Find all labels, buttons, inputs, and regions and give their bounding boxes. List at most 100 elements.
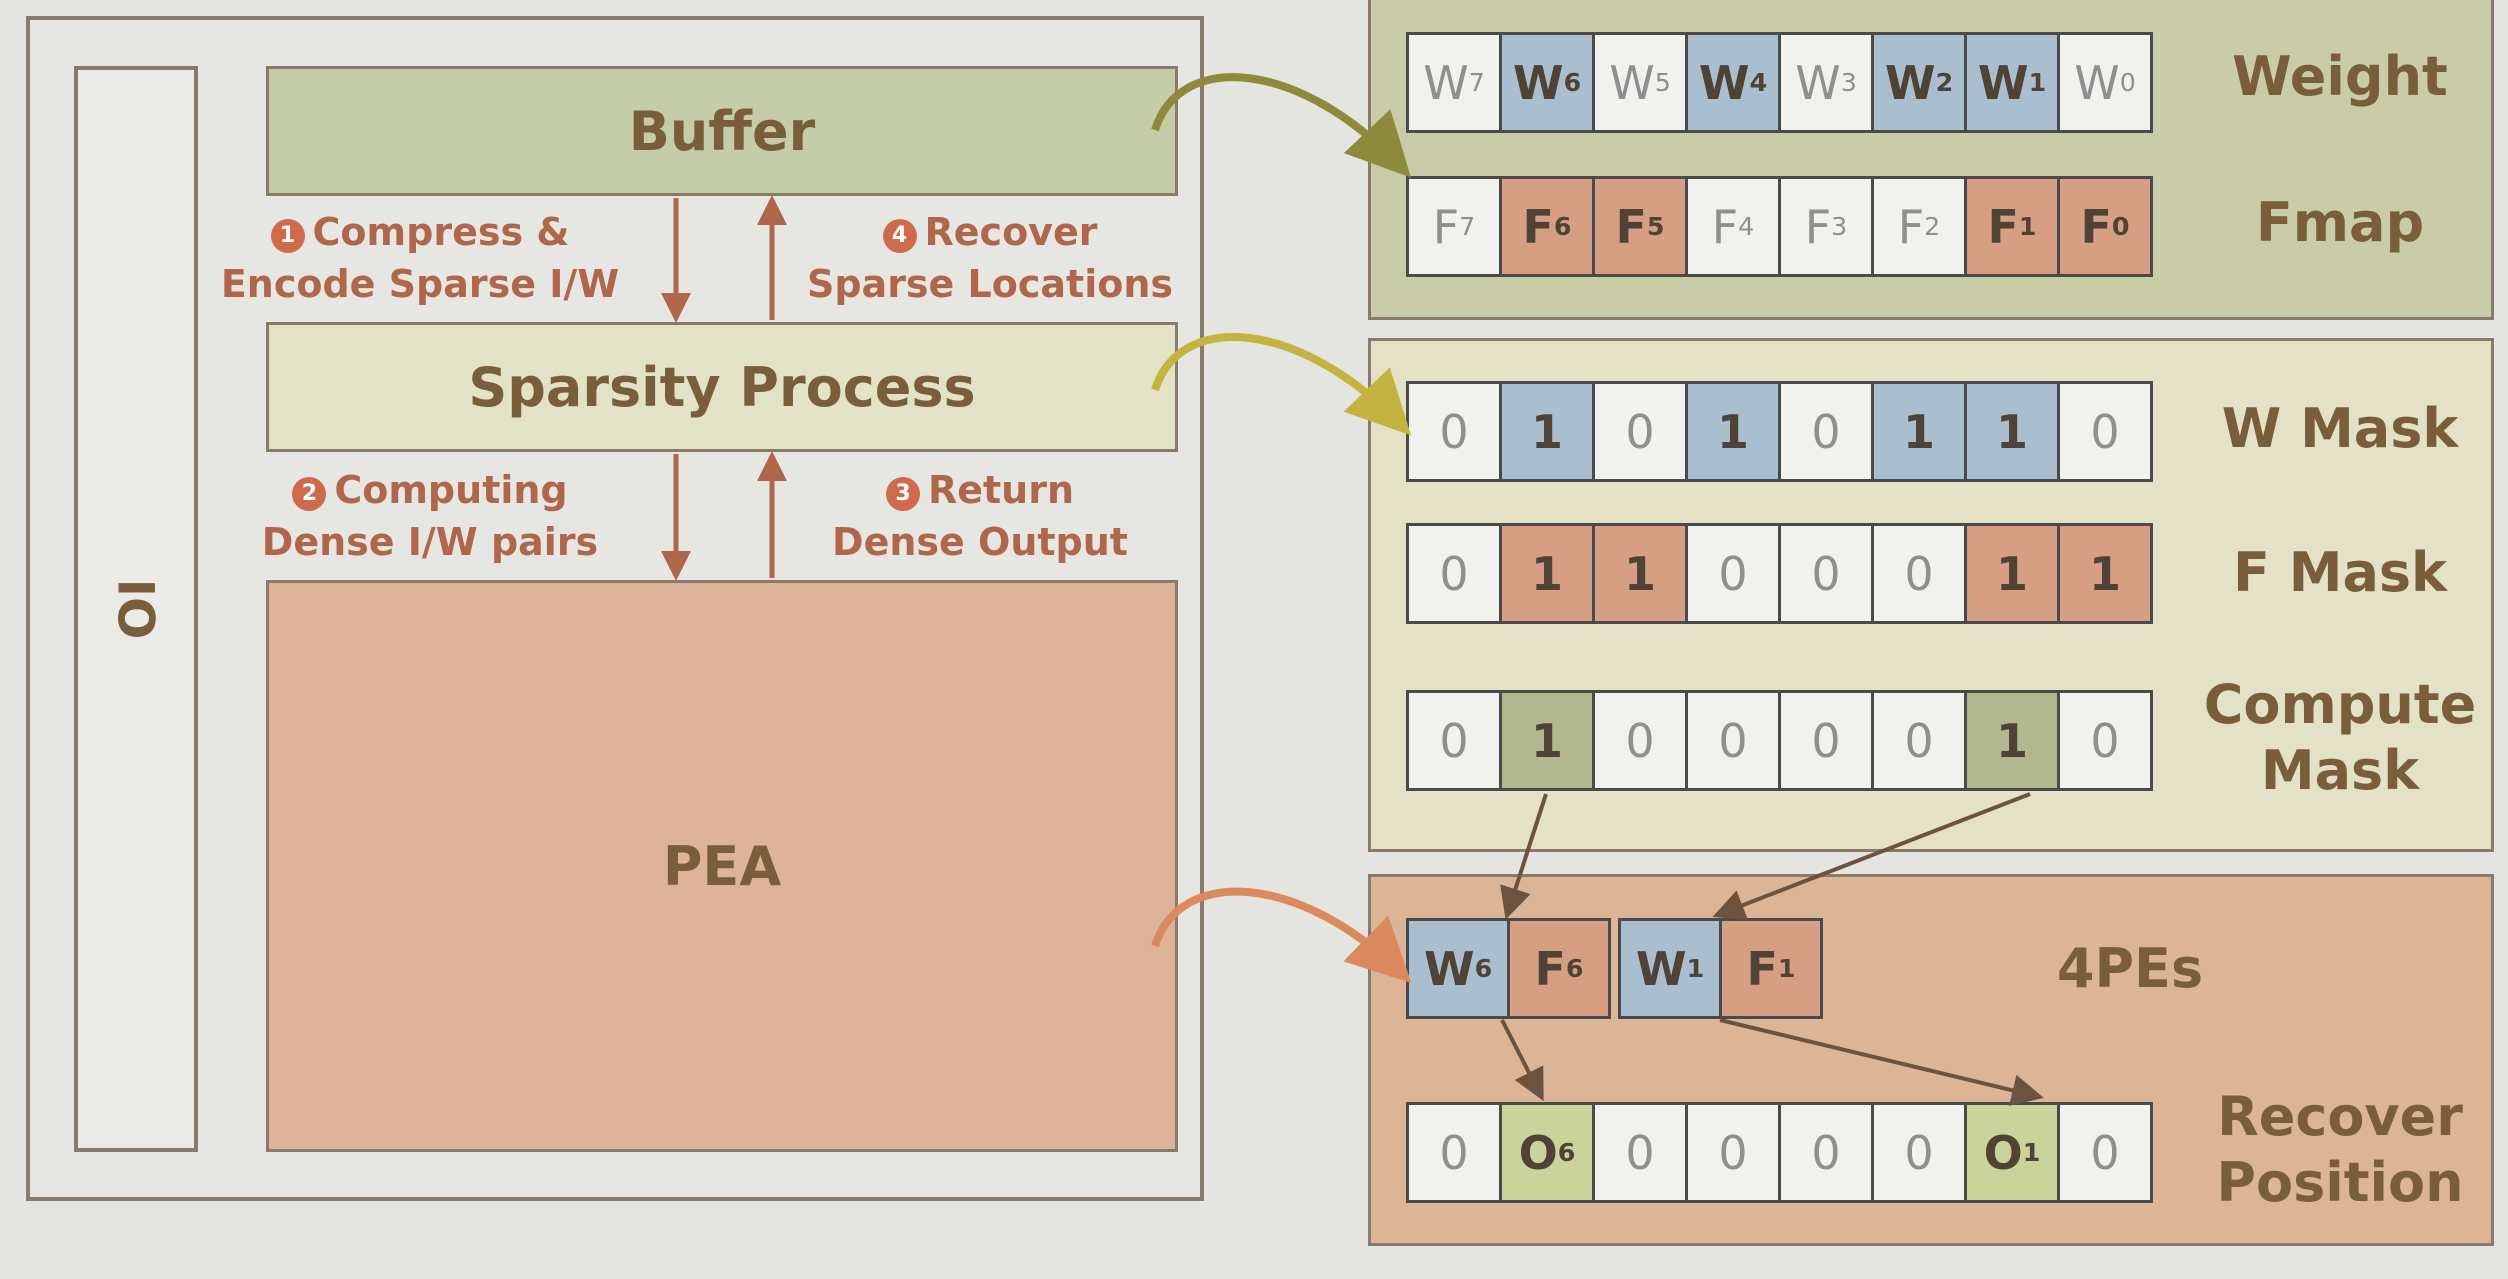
- buffer-label: Buffer: [628, 99, 816, 163]
- cell-value: F: [1711, 199, 1739, 254]
- cell: 1: [2057, 523, 2153, 624]
- recover-position-label: Recover Position: [2190, 1084, 2490, 1216]
- sparsity-process-label: Sparsity Process: [468, 355, 976, 419]
- cell-value: 0: [1625, 1125, 1655, 1180]
- cell-value: F: [1522, 199, 1554, 254]
- cell: 0: [1685, 690, 1781, 791]
- cell: 0: [2057, 690, 2153, 791]
- cell-subscript: 6: [1557, 1138, 1576, 1167]
- step-line2: Dense I/W pairs: [261, 520, 599, 564]
- arrow-buffer-to-weight: [1151, 73, 1411, 178]
- cell-value: 0: [1439, 546, 1469, 601]
- w-mask-label: W Mask: [2221, 397, 2459, 460]
- cell-value: 0: [1811, 1125, 1841, 1180]
- cell-subscript: 1: [1777, 954, 1796, 983]
- cell-value: 0: [2090, 713, 2120, 768]
- cell-value: 0: [1811, 713, 1841, 768]
- cell-value: F: [1987, 199, 2019, 254]
- step-number-badge: 3: [885, 477, 920, 511]
- cell-value: W: [1609, 55, 1655, 110]
- cell: 1: [1964, 523, 2060, 624]
- cell-subscript: 1: [2028, 68, 2047, 97]
- cell: 0: [1406, 381, 1502, 482]
- cell-value: 0: [1439, 404, 1469, 459]
- cell-subscript: 2: [1935, 68, 1954, 97]
- cell-value: 1: [1530, 546, 1563, 601]
- cell-subscript: 1: [2022, 1138, 2041, 1167]
- io-block: IO: [74, 66, 198, 1152]
- step-line1: Compress &: [312, 210, 570, 254]
- step-number-badge: 4: [882, 219, 917, 253]
- arrow-sparsity-to-mask: [1151, 333, 1412, 436]
- cell-value: 0: [1439, 713, 1469, 768]
- cell-subscript: 0: [2119, 68, 2136, 97]
- cell-value: 0: [1718, 546, 1748, 601]
- cell: 0: [1685, 1102, 1781, 1203]
- cell-subscript: 5: [1646, 212, 1665, 241]
- cell: 0: [1685, 523, 1781, 624]
- cell-subscript: 6: [1553, 212, 1572, 241]
- cell-value: W: [1698, 55, 1750, 110]
- cell: 0: [1592, 381, 1688, 482]
- cell-value: F: [1534, 941, 1566, 996]
- step-line2: Sparse Locations: [806, 262, 1174, 306]
- cell-value: 0: [2090, 404, 2120, 459]
- cell: 1: [1499, 690, 1595, 791]
- step-number-badge: 1: [270, 219, 305, 253]
- cell-value: W: [1884, 55, 1936, 110]
- cell-value: 1: [1716, 404, 1749, 459]
- cell-value: 1: [2088, 546, 2121, 601]
- cell: 0: [2057, 381, 2153, 482]
- step-line2: Dense Output: [832, 520, 1128, 564]
- cell: 0: [1778, 690, 1874, 791]
- step-number-badge: 2: [292, 477, 327, 511]
- cell: 1: [1499, 523, 1595, 624]
- cell-value: 0: [1904, 546, 1934, 601]
- f-mask-label: F Mask: [2233, 541, 2447, 604]
- cell-value: O: [1518, 1125, 1558, 1180]
- cell-subscript: 1: [2018, 212, 2037, 241]
- arrow-pe2-to-o1: [1719, 1018, 2044, 1106]
- pea-label: PEA: [662, 834, 782, 898]
- arrow-mask-to-pe1: [1500, 793, 1548, 920]
- cell: 0: [1778, 381, 1874, 482]
- arrow-mask-to-pe2: [1712, 792, 2031, 921]
- cell-value: 1: [1623, 546, 1656, 601]
- buffer-block: Buffer: [266, 66, 1178, 196]
- step-line1: Return: [927, 468, 1075, 512]
- cell: 1: [1871, 381, 1967, 482]
- cell-value: 0: [1811, 546, 1841, 601]
- compute-mask-label-line1: Compute: [2203, 673, 2477, 736]
- cell-value: 1: [1530, 404, 1563, 459]
- cell-value: 0: [1811, 404, 1841, 459]
- cell-value: 0: [1625, 404, 1655, 459]
- cell: 0: [1592, 690, 1688, 791]
- arrow-pe1-to-o6: [1500, 1019, 1544, 1102]
- cell-subscript: 2: [1924, 212, 1941, 241]
- cell: 0: [1406, 690, 1502, 791]
- cell-value: O: [1983, 1125, 2023, 1180]
- cell-value: F: [1804, 199, 1832, 254]
- cell-subscript: 7: [1459, 212, 1476, 241]
- cell-value: 0: [1904, 713, 1934, 768]
- step-line2: Encode Sparse I/W: [220, 262, 620, 306]
